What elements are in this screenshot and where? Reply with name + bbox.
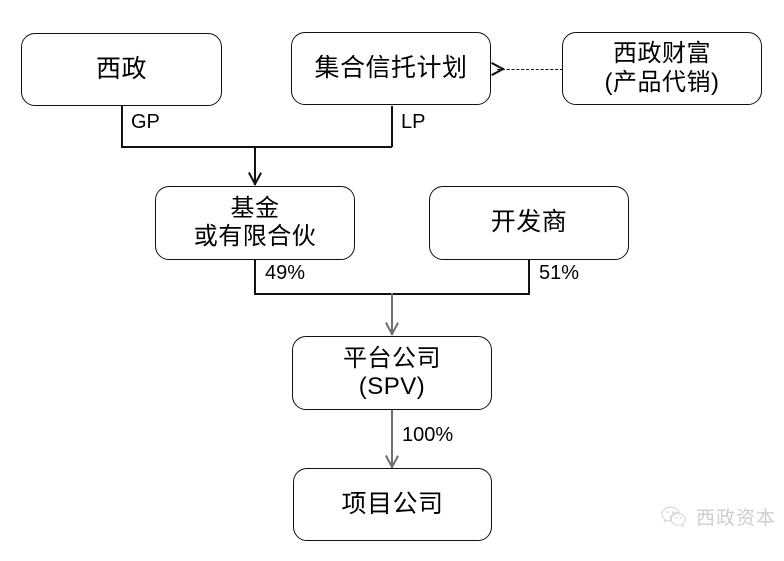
arrowhead-to-project-icon	[384, 456, 400, 468]
edge-gp-vertical	[121, 106, 123, 147]
node-project[interactable]: 项目公司	[293, 468, 492, 541]
node-sublabel: (产品代销)	[604, 68, 720, 96]
node-label: 西政	[95, 54, 147, 83]
edge-to-fund-vertical	[254, 146, 256, 185]
edge-label-100: 100%	[402, 424, 454, 446]
edge-49-vertical	[254, 260, 256, 294]
arrowhead-to-fund-icon	[247, 173, 263, 185]
node-label: 集合信托计划	[314, 53, 468, 82]
node-label: 西政财富	[613, 40, 711, 68]
edge-100-vertical	[391, 410, 393, 468]
edge-label-gp: GP	[131, 111, 160, 133]
node-xizheng[interactable]: 西政	[21, 33, 222, 106]
node-label: 项目公司	[341, 489, 444, 518]
edge-to-platform-vertical	[391, 293, 393, 334]
arrowhead-to-platform-icon	[384, 323, 400, 335]
watermark-text: 西政资本	[696, 508, 777, 529]
wechat-icon	[661, 506, 687, 528]
node-developer[interactable]: 开发商	[429, 186, 629, 260]
arrowhead-to-trust-plan-icon	[492, 61, 504, 77]
edge-lp-vertical	[391, 106, 393, 147]
edge-label-49: 49%	[265, 262, 306, 284]
edge-gp-lp-joiner	[121, 146, 392, 148]
edge-51-vertical	[528, 260, 530, 294]
node-trust-plan[interactable]: 集合信托计划	[291, 32, 491, 105]
node-platform[interactable]: 平台公司 (SPV)	[292, 336, 492, 410]
node-label: 平台公司	[343, 344, 441, 372]
edge-label-51: 51%	[539, 262, 580, 284]
node-label: 基金	[230, 194, 280, 222]
node-label: 开发商	[490, 208, 568, 237]
node-fund[interactable]: 基金 或有限合伙	[155, 186, 355, 260]
node-sublabel: (SPV)	[358, 373, 426, 400]
node-wealth[interactable]: 西政财富 (产品代销)	[562, 32, 762, 105]
edge-product-sale-dashed	[497, 69, 563, 70]
node-sublabel: 或有限合伙	[193, 223, 317, 250]
watermark: 西政资本	[661, 503, 776, 530]
edge-label-lp: LP	[401, 111, 426, 133]
